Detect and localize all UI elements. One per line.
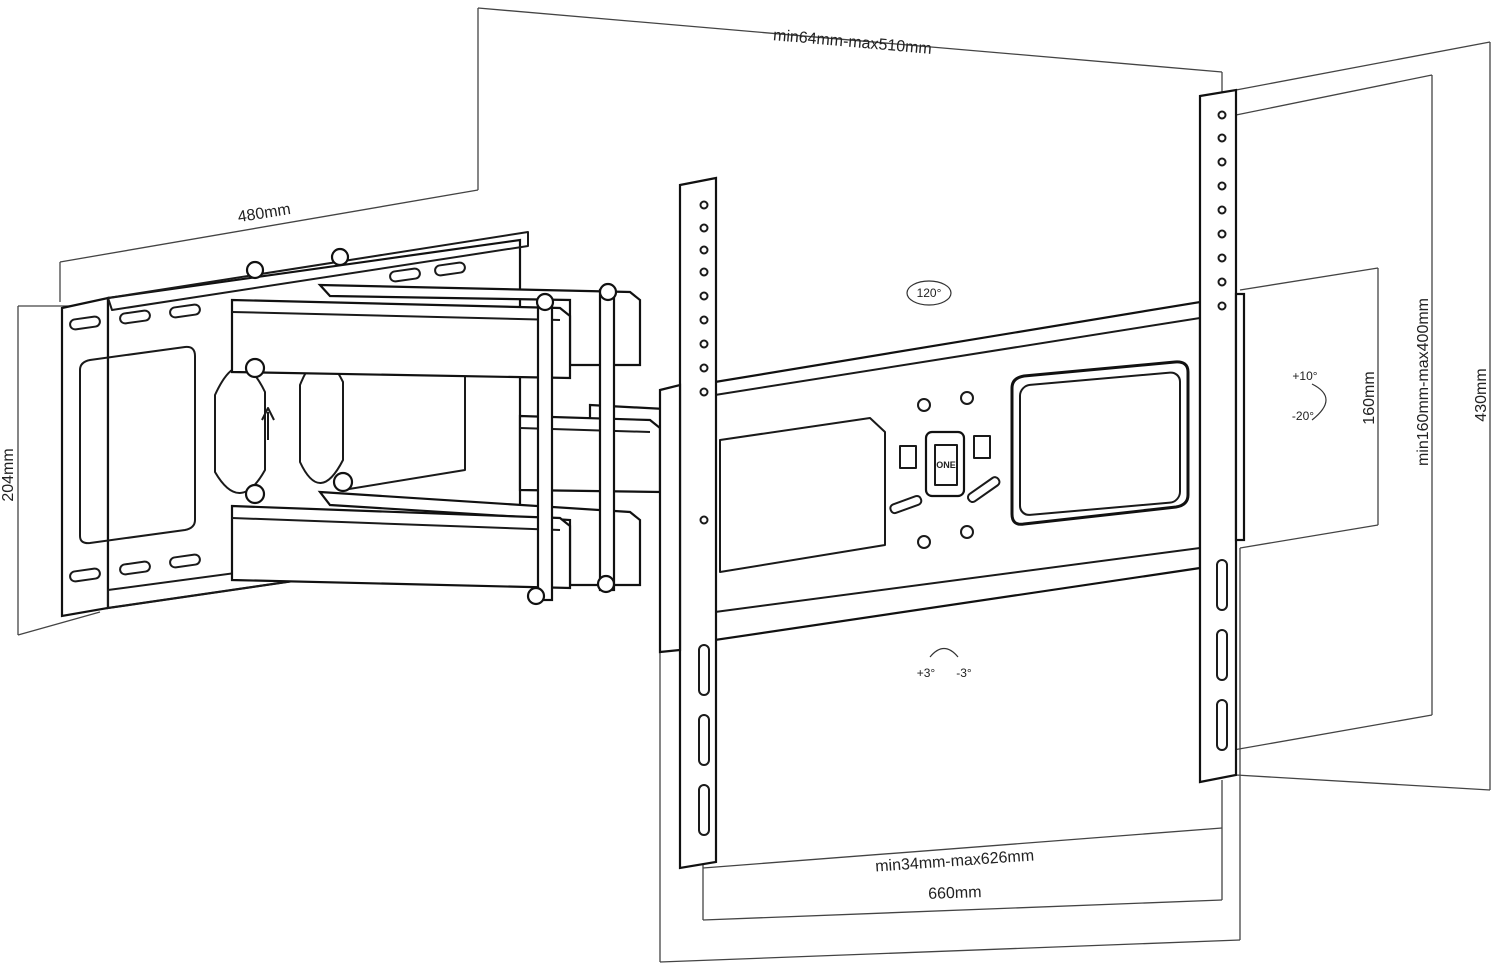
- wall-plate-width-label: 480mm: [237, 201, 292, 226]
- tilt-arc-icon: [1311, 383, 1327, 421]
- tv-plate-width-label: 660mm: [928, 884, 982, 903]
- swivel-angle-label: 120°: [917, 286, 942, 300]
- hole-spacing-label: 160mm: [1361, 371, 1378, 424]
- left-vertical-rail: [658, 176, 718, 870]
- brand-logo: ONE: [936, 460, 956, 470]
- vesa-height-label: min160mm-max400mm: [1415, 298, 1432, 466]
- bolts: [244, 247, 868, 606]
- tilt-up-label: +10°: [1292, 369, 1317, 383]
- right-vertical-rail: [1198, 88, 1246, 784]
- vesa-width-label: min64mm-max510mm: [772, 27, 932, 58]
- up-arrow-icon: [261, 407, 275, 440]
- level-minus-label: -3°: [956, 666, 972, 680]
- dimension-lines: [17, 7, 1491, 963]
- tv-plate-height-label: 430mm: [1473, 368, 1490, 421]
- level-arc-icon: [929, 647, 959, 658]
- extension-label: min34mm-max626mm: [875, 847, 1035, 875]
- tv-bracket-crossbar: ONE: [713, 300, 1202, 642]
- level-plus-label: +3°: [917, 666, 936, 680]
- tilt-down-label: -20°: [1292, 409, 1314, 423]
- slot-row: [69, 261, 466, 583]
- wall-plate-height-label: 204mm: [0, 448, 17, 501]
- swivel-icon: [906, 280, 952, 306]
